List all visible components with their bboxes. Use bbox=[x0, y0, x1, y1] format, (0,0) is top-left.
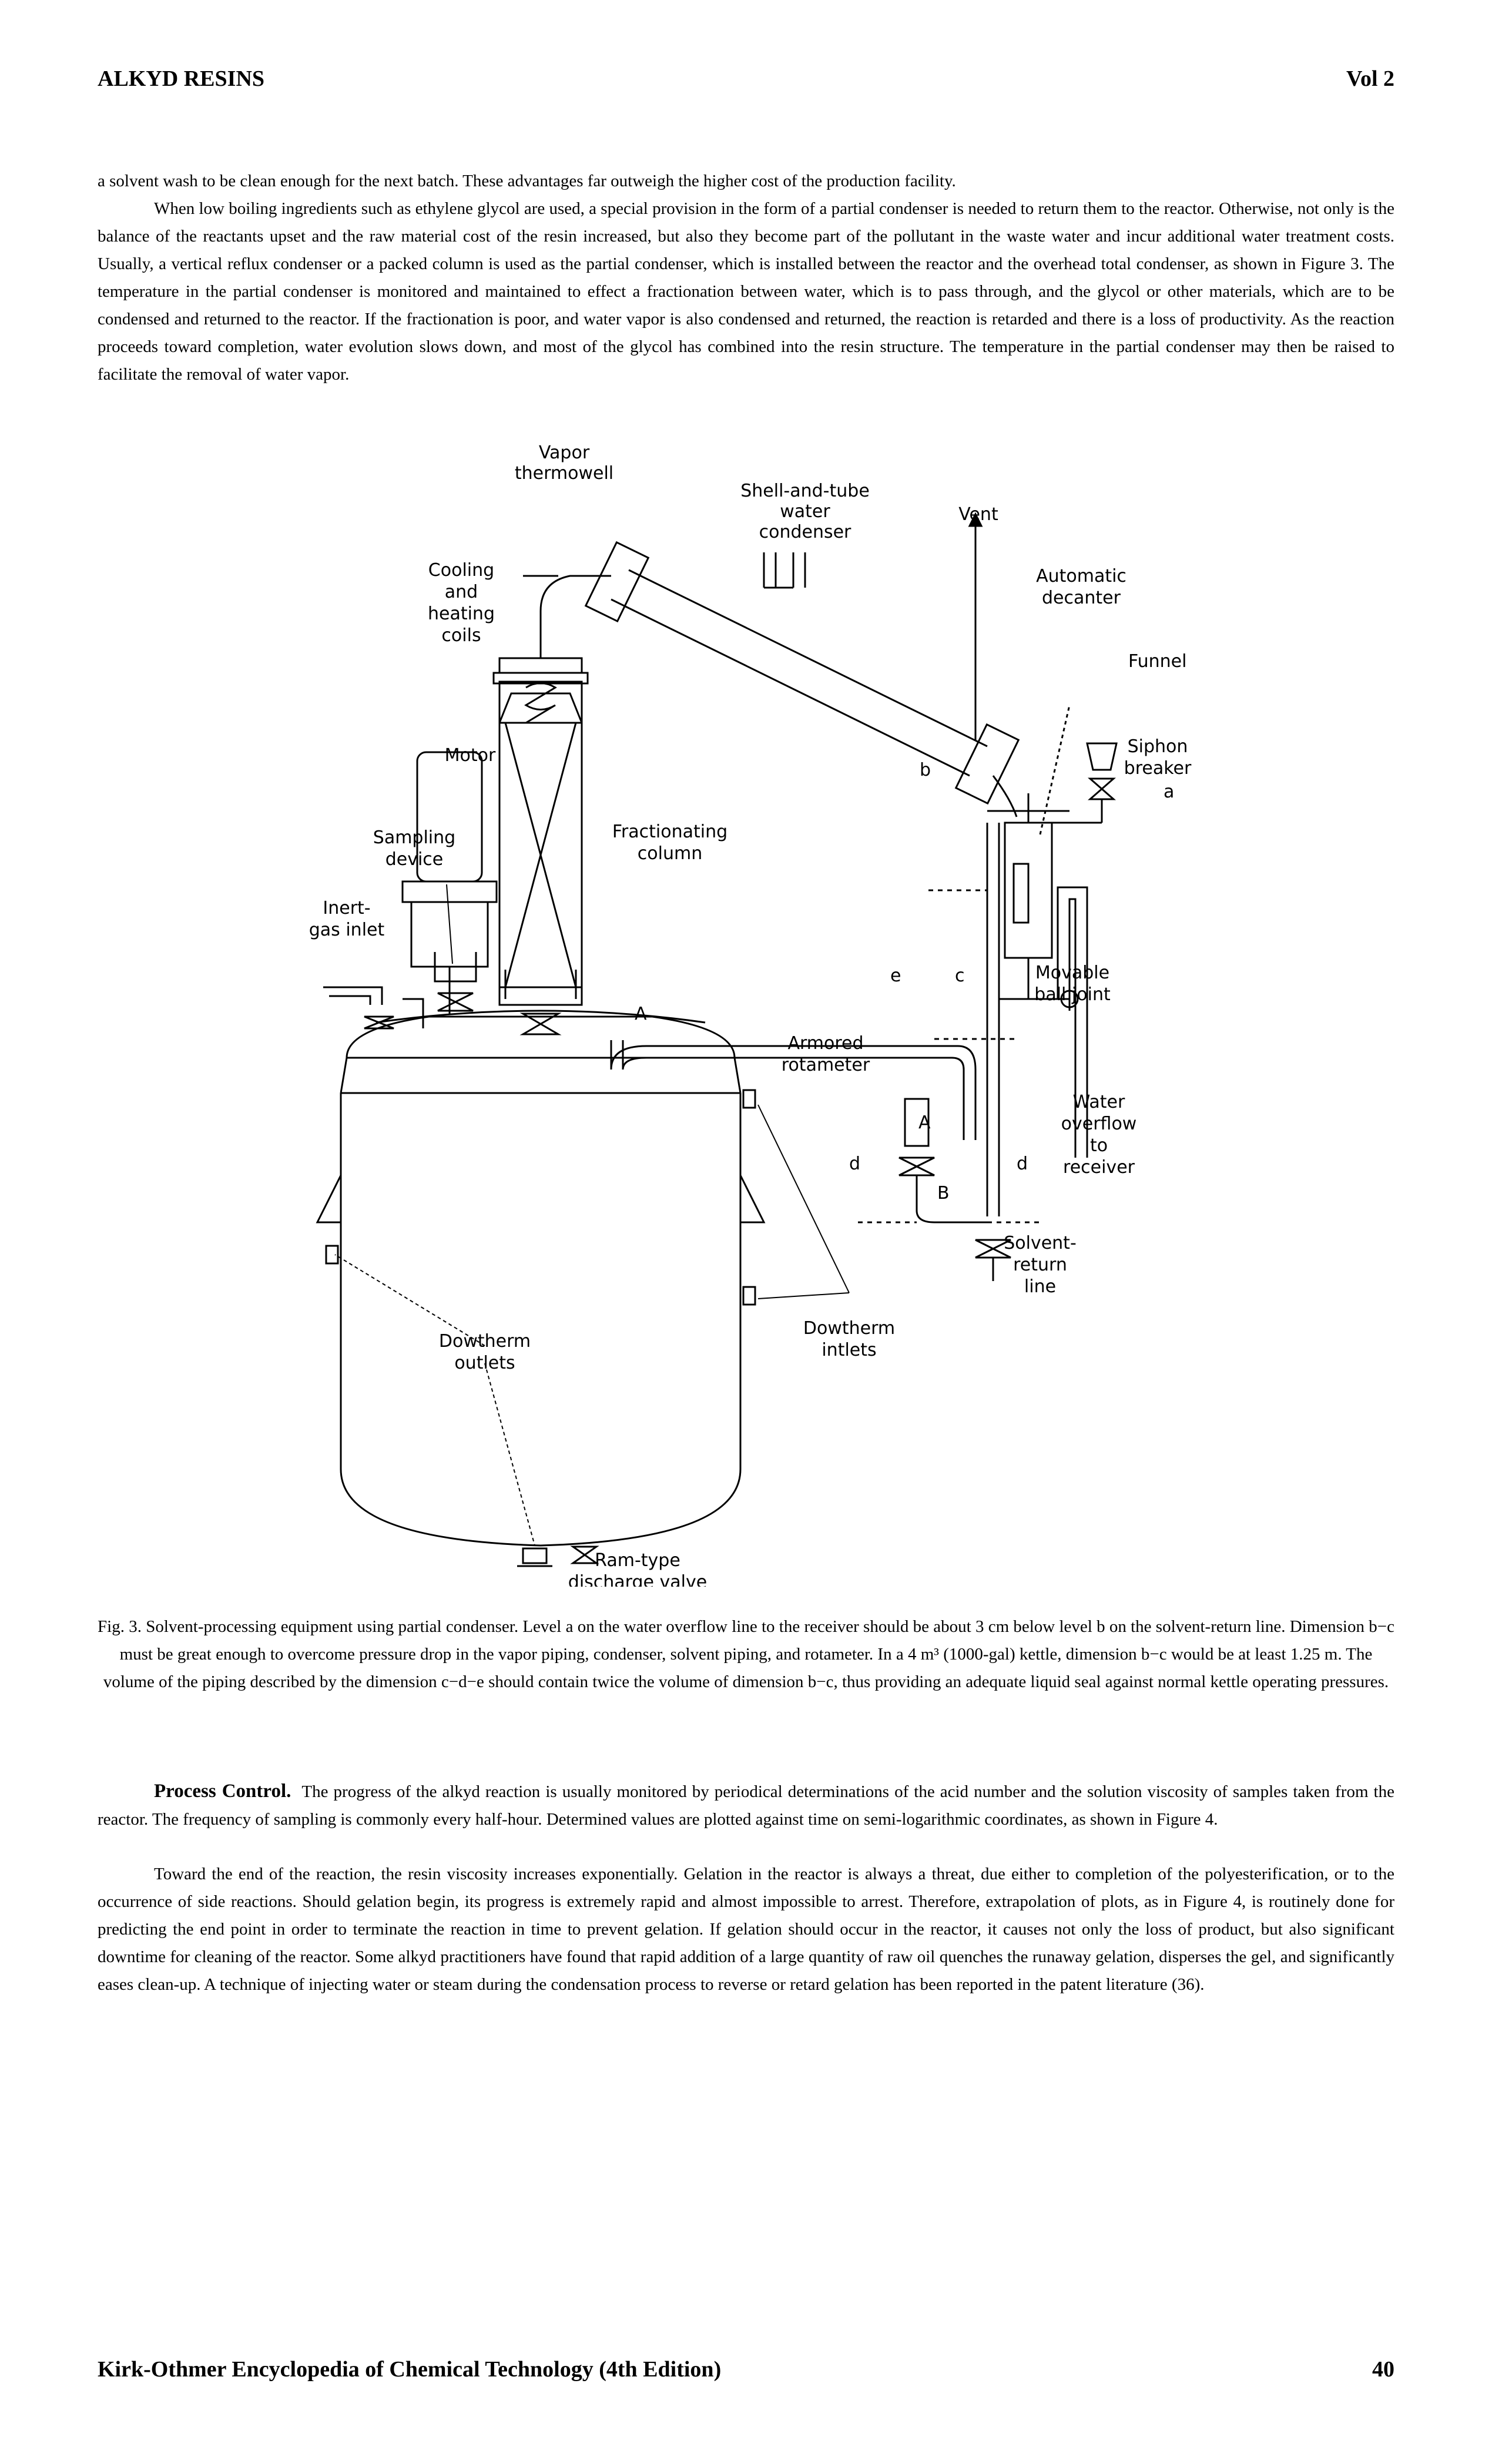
label-level-d-right: d bbox=[1017, 1154, 1028, 1174]
label-dowtherm-inlets: Dowtherm bbox=[803, 1318, 895, 1339]
label-level-a: a bbox=[1164, 782, 1174, 802]
label-valve-a-mid: A bbox=[918, 1112, 931, 1133]
label-sampling-device-2: device bbox=[385, 849, 444, 870]
inert-gas-inlet bbox=[323, 986, 424, 1030]
running-header-volume: Vol 2 bbox=[1346, 66, 1394, 91]
label-dowtherm-inlets-2: intlets bbox=[822, 1340, 876, 1360]
label-ram-type-valve-2: discharge valve bbox=[568, 1572, 707, 1587]
figure-caption: Fig. 3. Solvent-processing equipment usi… bbox=[98, 1617, 1394, 1691]
shell-tube-condenser bbox=[584, 541, 1020, 817]
paragraph-2: When low boiling ingredients such as eth… bbox=[98, 199, 1394, 384]
vent-line bbox=[968, 512, 983, 740]
label-movable-ball-joint: Movable bbox=[1035, 963, 1109, 983]
label-inert-gas-inlet-2: gas inlet bbox=[309, 920, 385, 940]
label-siphon-breaker: Siphon bbox=[1128, 736, 1188, 757]
label-shell-and-tube-2: water bbox=[780, 501, 830, 522]
label-water-overflow-3: to bbox=[1090, 1135, 1108, 1156]
figure-3-diagram: Vapor thermowell Shell-and-tube water co… bbox=[294, 435, 1234, 1593]
label-dowtherm-outlets: Dowtherm bbox=[439, 1331, 531, 1352]
paragraph-4: Toward the end of the reaction, the resi… bbox=[98, 1865, 1394, 1994]
label-valve-a-top: A bbox=[635, 1004, 647, 1024]
label-level-c: c bbox=[955, 966, 965, 986]
label-water-overflow: Water bbox=[1073, 1092, 1125, 1112]
label-cooling-coils: Cooling bbox=[428, 560, 494, 581]
label-siphon-breaker-2: breaker bbox=[1124, 758, 1192, 779]
label-vapor-thermowell: Vapor bbox=[539, 442, 590, 463]
label-automatic-decanter: Automatic bbox=[1036, 566, 1126, 586]
label-level-d-left: d bbox=[849, 1154, 860, 1174]
footer-source: Kirk-Othmer Encyclopedia of Chemical Tec… bbox=[98, 2357, 722, 2382]
automatic-decanter bbox=[987, 705, 1071, 999]
label-vapor-thermowell-2: thermowell bbox=[515, 463, 613, 484]
label-motor: Motor bbox=[445, 745, 496, 766]
label-water-overflow-4: receiver bbox=[1063, 1157, 1135, 1178]
label-water-overflow-2: overflow bbox=[1061, 1114, 1137, 1134]
label-solvent-return-line-2: return bbox=[1013, 1255, 1067, 1275]
paragraph-1: a solvent wash to be clean enough for th… bbox=[98, 172, 956, 190]
funnel bbox=[1052, 742, 1118, 824]
label-sampling-device: Sampling bbox=[373, 827, 455, 848]
vapor-line bbox=[539, 575, 611, 612]
running-header-title: ALKYD RESINS bbox=[98, 66, 265, 91]
paragraph-3: Process Control. The progress of the alk… bbox=[98, 1778, 1394, 1833]
label-ram-type-valve: Ram-type bbox=[595, 1550, 680, 1571]
label-solvent-return-line-3: line bbox=[1024, 1276, 1056, 1297]
sampling-device bbox=[434, 952, 477, 1012]
motor bbox=[401, 751, 498, 1014]
label-valve-b: B bbox=[937, 1183, 950, 1203]
label-movable-ball-joint-2: ball joint bbox=[1034, 984, 1111, 1005]
label-cooling-coils-4: coils bbox=[441, 625, 481, 646]
reactor-vessel bbox=[316, 1010, 766, 1567]
label-armored-rotameter-2: rotameter bbox=[782, 1055, 870, 1075]
fractionating-column bbox=[492, 611, 589, 1035]
piping bbox=[610, 823, 1088, 1281]
label-cooling-coils-3: heating bbox=[428, 604, 495, 624]
annotation-leaders bbox=[334, 884, 850, 1546]
label-shell-and-tube-3: condenser bbox=[759, 522, 851, 542]
footer-page-number: 40 bbox=[1372, 2357, 1394, 2382]
label-funnel: Funnel bbox=[1128, 651, 1186, 672]
label-inert-gas-inlet: Inert- bbox=[323, 898, 370, 918]
paragraph-3-text: The progress of the alkyd reaction is us… bbox=[98, 1782, 1394, 1829]
label-automatic-decanter-2: decanter bbox=[1042, 588, 1121, 608]
label-level-b: b bbox=[920, 760, 931, 780]
label-fractionating-column: Fractionating bbox=[612, 822, 727, 842]
label-solvent-return-line: Solvent- bbox=[1004, 1233, 1077, 1253]
label-level-e: e bbox=[890, 966, 901, 986]
label-vent: Vent bbox=[958, 504, 998, 525]
label-cooling-coils-2: and bbox=[445, 582, 478, 602]
label-fractionating-column-2: column bbox=[638, 843, 702, 864]
section-heading-process-control: Process Control. bbox=[154, 1781, 291, 1802]
label-armored-rotameter: Armored bbox=[787, 1033, 863, 1054]
label-shell-and-tube: Shell-and-tube bbox=[740, 481, 870, 501]
label-dowtherm-outlets-2: outlets bbox=[454, 1353, 515, 1373]
